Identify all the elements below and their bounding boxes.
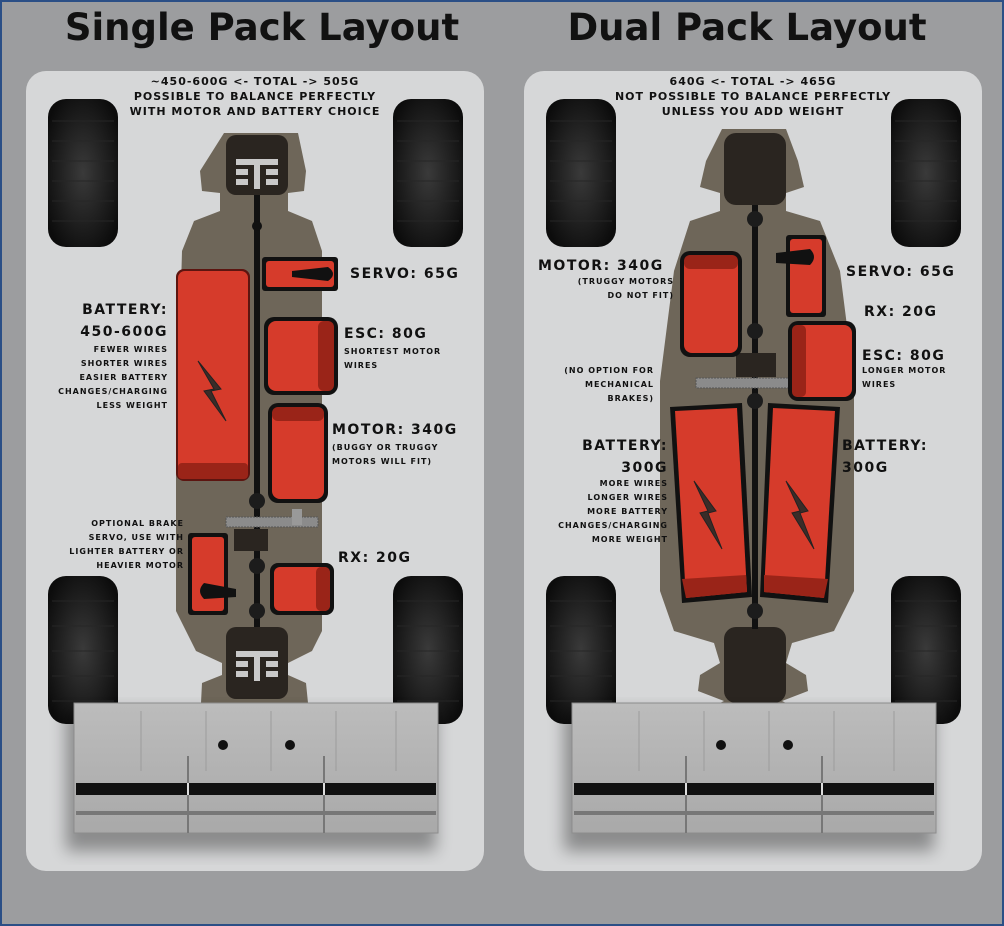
dual-battery-right-weight: 300g: [842, 460, 889, 476]
receiver-unit: [270, 563, 334, 615]
servo-unit: [262, 257, 338, 291]
tire-front-left: [546, 99, 616, 247]
lightning-icon: [197, 360, 227, 422]
single-brake-note: Optional brake servo, use with lighter b…: [69, 519, 184, 570]
dual-rx-label: RX: 20g: [864, 304, 938, 320]
dual-battery-left-label: Battery: 300g: [528, 435, 668, 479]
battery-pack: [176, 269, 250, 481]
single-esc-label: ESC: 80g: [344, 326, 428, 342]
motor-unit: [680, 251, 742, 357]
tire-rear-right: [393, 576, 463, 724]
tire-rear-left: [48, 576, 118, 724]
lightning-icon: [785, 480, 815, 550]
dual-battery-left-weight: 300g: [621, 460, 668, 476]
single-pack-title: Single Pack Layout: [64, 6, 460, 49]
t-logo-front: [236, 159, 278, 189]
tire-front-right: [891, 99, 961, 247]
center-diff: [234, 529, 268, 551]
single-total: ~450-600g <- Total -> 505g: [150, 75, 360, 88]
rear-bulkhead: [724, 627, 786, 703]
lightning-icon: [693, 480, 723, 550]
rear-wing: [66, 702, 439, 851]
single-rx-label: RX: 20g: [338, 550, 412, 566]
battery-pack-left: [670, 403, 752, 603]
center-driveshaft: [254, 195, 260, 627]
single-battery-weight: 450-600g: [80, 324, 168, 340]
dual-battery-right-label: Battery: 300g: [842, 435, 928, 479]
single-balance-note: Possible to balance perfectly: [133, 90, 377, 103]
rear-wing: [564, 702, 937, 851]
spur-gear: [695, 377, 797, 389]
single-pack-chassis-diagram: [48, 99, 463, 851]
dual-motor-note: (truggy motorsdo not fit): [577, 277, 674, 300]
tire-rear-right: [891, 576, 961, 724]
spur-gear: [225, 516, 319, 528]
single-battery-note: fewer wires shorter wires easier battery…: [58, 345, 168, 410]
dual-pack-panel: 640g <- Total -> 465g not possible to ba…: [524, 71, 982, 871]
esc-unit: [788, 321, 856, 401]
t-logo-rear: [236, 651, 278, 681]
single-servo-label: Servo: 65g: [350, 266, 460, 282]
single-header: ~450-600g <- Total -> 505g Possible to b…: [26, 74, 484, 119]
single-motor-label: Motor: 340g: [332, 422, 458, 438]
dual-pack-chassis-diagram: [546, 99, 961, 851]
battery-pack-right: [760, 403, 840, 603]
single-motor-note: (buggy or Truggymotors will fit): [332, 443, 439, 466]
esc-unit: [264, 317, 338, 395]
dual-motor-label: Motor: 340g: [538, 258, 664, 274]
single-balance-note-2: with motor and battery choice: [129, 105, 381, 118]
servo-unit: [776, 235, 826, 317]
tire-front-right: [393, 99, 463, 247]
tire-rear-left: [546, 576, 616, 724]
dual-servo-label: Servo: 65g: [846, 264, 956, 280]
brake-servo-unit: [188, 533, 236, 615]
dual-battery-left-note: more wires longer wires more battery cha…: [558, 479, 668, 544]
center-diff: [736, 353, 776, 377]
front-bulkhead: [724, 133, 786, 205]
dual-pack-title: Dual Pack Layout: [567, 6, 927, 49]
center-driveshaft: [752, 205, 758, 629]
dual-header: 640g <- Total -> 465g not possible to ba…: [524, 74, 982, 119]
dual-brake-note: (No option for mechanical brakes): [564, 366, 654, 403]
single-esc-note: shortest motorwires: [344, 347, 442, 370]
dual-esc-note: longer motorwires: [862, 366, 947, 389]
dual-balance-note: not possible to balance perfectly: [614, 90, 892, 103]
dual-esc-label: ESC: 80g: [862, 348, 946, 364]
motor-unit: [268, 403, 328, 503]
single-pack-panel: ~450-600g <- Total -> 505g Possible to b…: [26, 71, 484, 871]
dual-balance-note-2: unless you add weight: [661, 105, 845, 118]
dual-total: 640g <- Total -> 465g: [669, 75, 837, 88]
single-battery-label: Battery: 450-600g: [32, 299, 168, 343]
tire-front-left: [48, 99, 118, 247]
